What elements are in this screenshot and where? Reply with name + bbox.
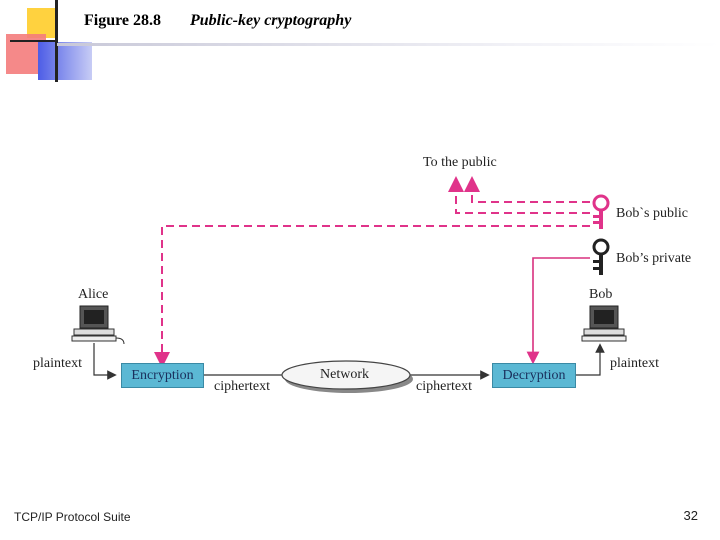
- ciphertext-left-label: ciphertext: [214, 379, 270, 394]
- decryption-box: Decryption: [492, 363, 576, 388]
- network-ellipse: [281, 360, 411, 390]
- to-the-public-label: To the public: [423, 155, 497, 170]
- private-key-line: [526, 257, 590, 365]
- ciphertext-right-label: ciphertext: [416, 379, 472, 394]
- bob-computer-icon: [581, 305, 627, 342]
- corner-square-yellow: [27, 8, 57, 38]
- figure-number: Figure 28.8: [84, 12, 162, 29]
- encryption-box: Encryption: [121, 363, 204, 388]
- bob-private-label: Bob’s private: [616, 251, 692, 266]
- bob-public-label: Bob`s public: [616, 206, 688, 221]
- bob-label: Bob: [589, 287, 613, 302]
- corner-horizontal-line: [10, 40, 56, 42]
- alice-label: Alice: [78, 287, 109, 302]
- bob-private-key-icon: [592, 238, 610, 275]
- plaintext-left-label: plaintext: [33, 356, 82, 371]
- plaintext-right-label: plaintext: [610, 356, 659, 371]
- network-label: Network: [320, 367, 369, 382]
- alice-plaintext-line: [93, 343, 117, 380]
- corner-square-blue: [38, 42, 92, 80]
- alice-computer-icon: [71, 305, 125, 345]
- to-public-dashed-lines: [154, 176, 590, 368]
- page-number: 32: [683, 508, 698, 523]
- corner-vertical-line: [55, 0, 58, 82]
- footer-source: TCP/IP Protocol Suite: [14, 510, 131, 524]
- bob-plaintext-line: [576, 343, 605, 376]
- bob-public-key-icon: [592, 194, 610, 229]
- figure-title: Public-key cryptography: [190, 12, 352, 29]
- title-rule: [57, 43, 720, 46]
